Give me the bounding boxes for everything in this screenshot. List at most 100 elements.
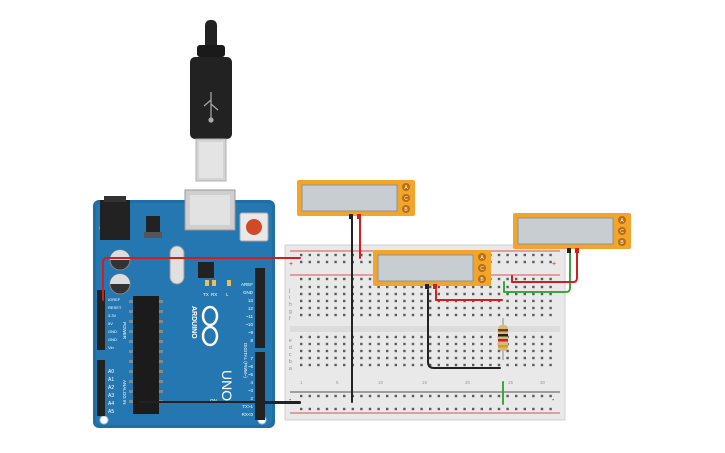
breadboard-hole[interactable] (386, 363, 389, 367)
breadboard-hole[interactable] (532, 363, 535, 367)
breadboard-hole[interactable] (317, 313, 320, 317)
breadboard-hole[interactable] (480, 349, 483, 353)
breadboard-hole[interactable] (325, 253, 329, 257)
breadboard-hole[interactable] (334, 363, 337, 367)
breadboard-hole[interactable] (411, 313, 415, 317)
breadboard-hole[interactable] (515, 299, 518, 303)
breadboard-hole[interactable] (368, 299, 372, 303)
breadboard-hole[interactable] (394, 349, 397, 353)
breadboard-hole[interactable] (523, 292, 526, 296)
breadboard-hole[interactable] (325, 342, 329, 346)
breadboard-hole[interactable] (523, 363, 526, 367)
breadboard-hole[interactable] (308, 363, 311, 367)
breadboard-hole[interactable] (446, 342, 449, 346)
breadboard-hole[interactable] (377, 285, 380, 289)
breadboard-hole[interactable] (540, 335, 544, 339)
breadboard-hole[interactable] (308, 306, 311, 310)
breadboard-hole[interactable] (386, 349, 389, 353)
breadboard-hole[interactable] (540, 342, 544, 346)
breadboard-hole[interactable] (403, 356, 406, 360)
breadboard-hole[interactable] (523, 349, 526, 353)
breadboard-hole[interactable] (343, 356, 346, 360)
breadboard-hole[interactable] (300, 363, 303, 367)
breadboard-hole[interactable] (472, 306, 475, 310)
breadboard-hole[interactable] (360, 363, 363, 367)
breadboard-hole[interactable] (317, 253, 320, 257)
breadboard-hole[interactable] (437, 306, 440, 310)
breadboard-hole[interactable] (515, 260, 518, 264)
breadboard-hole[interactable] (506, 277, 509, 281)
breadboard-hole[interactable] (325, 277, 329, 281)
breadboard-hole[interactable] (343, 407, 346, 411)
breadboard-hole[interactable] (549, 277, 552, 281)
breadboard-hole[interactable] (334, 260, 337, 264)
breadboard-hole[interactable] (386, 394, 389, 398)
breadboard-hole[interactable] (377, 363, 380, 367)
breadboard-hole[interactable] (377, 306, 380, 310)
breadboard-hole[interactable] (368, 253, 372, 257)
breadboard-hole[interactable] (429, 363, 432, 367)
breadboard-hole[interactable] (446, 356, 449, 360)
breadboard-hole[interactable] (377, 292, 380, 296)
breadboard-hole[interactable] (480, 363, 483, 367)
breadboard-hole[interactable] (532, 394, 535, 398)
breadboard-hole[interactable] (403, 349, 406, 353)
breadboard-hole[interactable] (360, 260, 363, 264)
breadboard-hole[interactable] (532, 306, 535, 310)
breadboard-hole[interactable] (411, 363, 415, 367)
breadboard-hole[interactable] (446, 313, 449, 317)
breadboard-hole[interactable] (411, 335, 415, 339)
breadboard-hole[interactable] (429, 299, 432, 303)
breadboard-hole[interactable] (334, 292, 337, 296)
breadboard-hole[interactable] (540, 277, 544, 281)
breadboard-hole[interactable] (317, 342, 320, 346)
breadboard-hole[interactable] (334, 285, 337, 289)
breadboard-hole[interactable] (308, 349, 311, 353)
breadboard-hole[interactable] (549, 292, 552, 296)
breadboard-hole[interactable] (300, 407, 303, 411)
breadboard-hole[interactable] (463, 313, 466, 317)
breadboard-hole[interactable] (497, 253, 501, 257)
breadboard-hole[interactable] (506, 349, 509, 353)
breadboard-hole[interactable] (334, 299, 337, 303)
breadboard-hole[interactable] (480, 407, 483, 411)
breadboard-hole[interactable] (411, 342, 415, 346)
breadboard-hole[interactable] (403, 394, 406, 398)
breadboard-hole[interactable] (308, 356, 311, 360)
breadboard-hole[interactable] (368, 285, 372, 289)
breadboard-hole[interactable] (506, 363, 509, 367)
breadboard-hole[interactable] (420, 407, 423, 411)
breadboard-hole[interactable] (506, 260, 509, 264)
breadboard-hole[interactable] (515, 394, 518, 398)
breadboard-hole[interactable] (411, 349, 415, 353)
breadboard-hole[interactable] (532, 335, 535, 339)
breadboard-hole[interactable] (300, 292, 303, 296)
usb-cable[interactable] (190, 20, 232, 182)
breadboard-hole[interactable] (463, 285, 466, 289)
breadboard-hole[interactable] (549, 299, 552, 303)
breadboard-hole[interactable] (446, 363, 449, 367)
breadboard-hole[interactable] (532, 277, 535, 281)
breadboard-hole[interactable] (472, 394, 475, 398)
breadboard-hole[interactable] (549, 342, 552, 346)
breadboard-hole[interactable] (317, 285, 320, 289)
breadboard-hole[interactable] (394, 342, 397, 346)
breadboard-hole[interactable] (472, 342, 475, 346)
breadboard-hole[interactable] (334, 306, 337, 310)
breadboard-hole[interactable] (523, 335, 526, 339)
breadboard-hole[interactable] (489, 394, 492, 398)
breadboard-hole[interactable] (334, 407, 337, 411)
breadboard-hole[interactable] (454, 394, 458, 398)
breadboard-hole[interactable] (532, 285, 535, 289)
breadboard-hole[interactable] (420, 306, 423, 310)
wire-5v[interactable] (102, 257, 301, 301)
breadboard-hole[interactable] (429, 292, 432, 296)
breadboard-hole[interactable] (523, 277, 526, 281)
breadboard-hole[interactable] (334, 313, 337, 317)
breadboard-hole[interactable] (386, 313, 389, 317)
breadboard-hole[interactable] (497, 277, 501, 281)
breadboard-hole[interactable] (472, 292, 475, 296)
breadboard-hole[interactable] (334, 356, 337, 360)
breadboard-hole[interactable] (317, 394, 320, 398)
breadboard-hole[interactable] (343, 335, 346, 339)
